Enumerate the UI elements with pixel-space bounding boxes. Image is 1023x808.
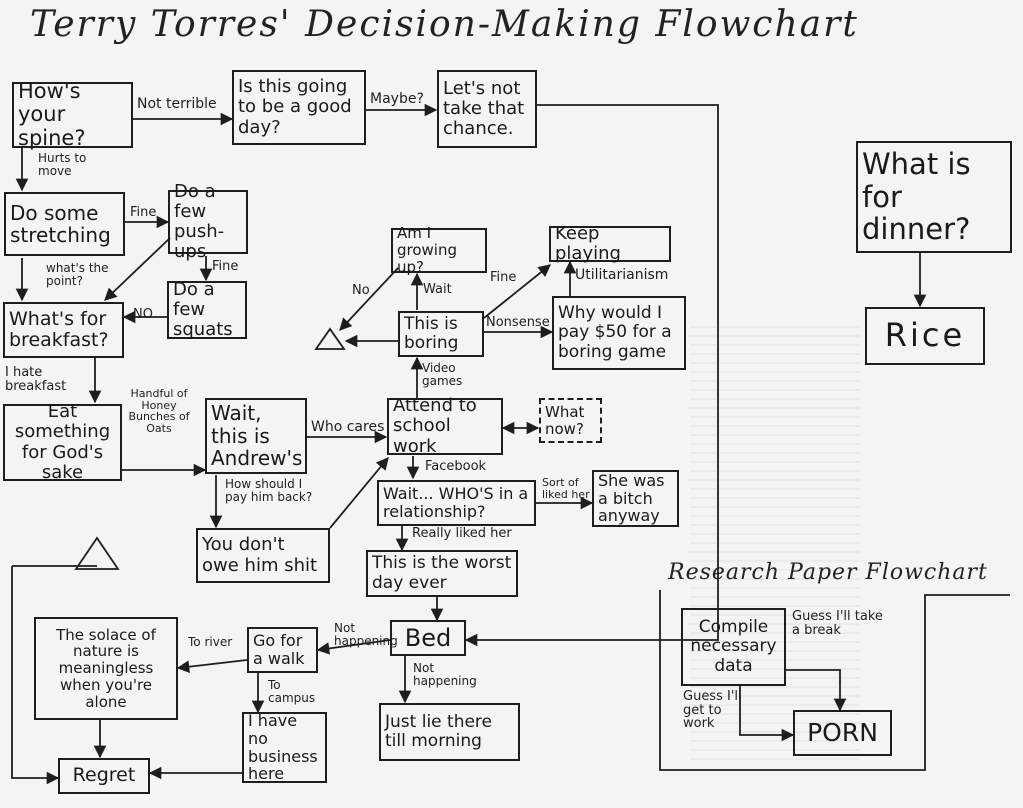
label-not-happening1: Not happening	[334, 621, 398, 648]
node-why-pay: Why would I pay $50 for a boring game	[552, 296, 686, 370]
node-stretching: Do some stretching	[4, 192, 125, 256]
label-fine2: Fine	[212, 259, 239, 274]
node-pushups: Do a few push-ups	[168, 181, 248, 262]
node-worst-day: This is the worst day ever	[366, 550, 518, 597]
label-no1: NO	[133, 307, 153, 322]
node-dont-owe: You don't owe him shit	[196, 528, 330, 583]
node-relationship: Wait... WHO'S in a relationship?	[377, 480, 536, 526]
node-what-now: What now?	[539, 398, 602, 443]
node-bed: Bed	[390, 620, 466, 656]
node-keep-playing: Keep playing	[549, 223, 671, 264]
node-rice: Rice	[865, 307, 985, 365]
research-paper-title: Research Paper Flowchart	[668, 560, 988, 585]
label-hurts: Hurts to move	[38, 151, 87, 178]
node-school: Attend to school work	[387, 396, 503, 456]
label-nonsense: Nonsense	[486, 315, 550, 330]
label-hate-breakfast: I hate breakfast	[5, 365, 67, 394]
label-to-river: To river	[188, 635, 233, 649]
node-andrews: Wait, this is Andrew's	[205, 398, 307, 474]
label-really: Really liked her	[412, 526, 512, 541]
label-facebook: Facebook	[425, 459, 487, 474]
node-spine: How's your spine?	[12, 79, 133, 149]
label-no2: No	[352, 283, 370, 298]
node-regret: Regret	[58, 758, 150, 794]
label-not-happening2: Not happening	[413, 661, 477, 688]
node-boring: This is boring	[398, 311, 484, 357]
node-good-day: Is this going to be a good day?	[232, 70, 366, 145]
label-maybe: Maybe?	[370, 91, 424, 107]
node-bitch: She was a bitch anyway	[592, 470, 679, 527]
label-wait: Wait	[423, 282, 452, 297]
node-breakfast: What's for breakfast?	[3, 302, 124, 358]
node-growing-up: Am I growing up?	[391, 225, 487, 275]
node-eat: Eat something for God's sake	[3, 402, 122, 482]
node-lie-there: Just lie there till morning	[379, 703, 520, 761]
node-no-business: I have no business here	[242, 711, 327, 783]
node-walk: Go for a walk	[247, 627, 318, 673]
label-to-campus: To campus	[268, 678, 316, 705]
node-squats: Do a few squats	[167, 279, 247, 340]
label-whats-point: what's the point?	[46, 261, 109, 288]
label-guess-break: Guess I'll take a break	[792, 609, 883, 638]
page-title: Terry Torres' Decision-Making Flowchart	[30, 4, 859, 45]
node-porn: PORN	[793, 710, 892, 756]
label-fine1: Fine	[130, 205, 157, 220]
label-video-games: Video games	[422, 361, 463, 388]
node-dinner: What is for dinner?	[856, 141, 1012, 253]
label-guess-work: Guess I'll get to work	[683, 689, 742, 732]
triangle-marker	[74, 536, 120, 570]
triangle-marker	[314, 327, 346, 350]
label-not-terrible: Not terrible	[137, 96, 217, 112]
label-fine3: Fine	[490, 270, 517, 285]
label-oats: Handful of Honey Bunches of Oats	[128, 387, 190, 435]
node-solace: The solace of nature is meaningless when…	[34, 617, 178, 720]
node-lets-not: Let's not take that chance.	[437, 70, 537, 148]
label-utilitarianism: Utilitarianism	[575, 267, 669, 283]
node-compile: Compile necessary data	[681, 608, 786, 686]
label-who-cares: Who cares	[311, 419, 385, 435]
label-sort-of: Sort of liked her	[542, 476, 590, 501]
label-how-pay: How should I pay him back?	[225, 477, 313, 504]
